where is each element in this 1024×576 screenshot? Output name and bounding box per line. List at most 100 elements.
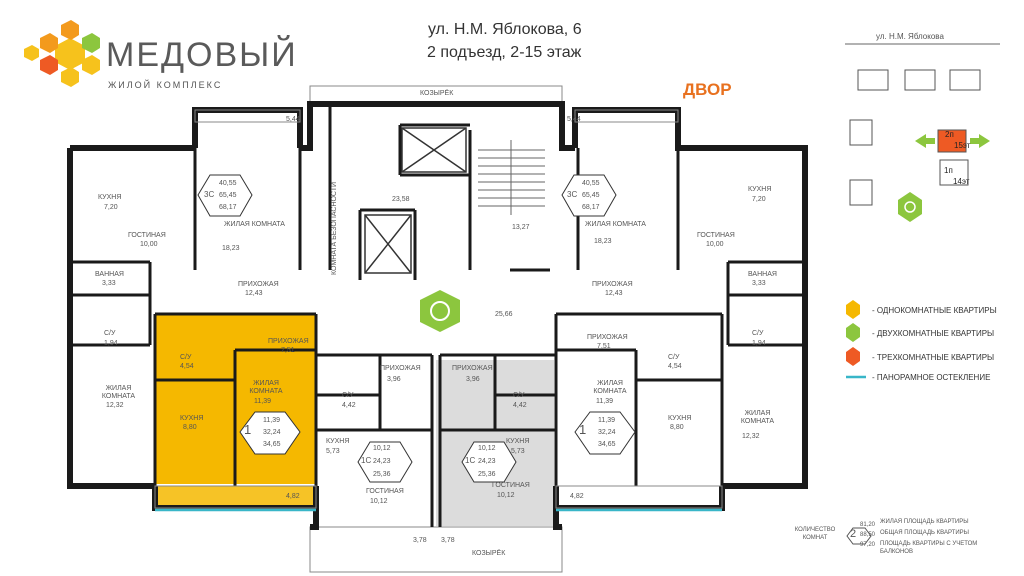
studior-kitchen-area: 5,73: [511, 448, 525, 455]
apt3l-bath-area: 3,33: [102, 280, 116, 287]
stair-area: 13,27: [512, 224, 530, 231]
elevators: [364, 127, 467, 274]
apt3r-living-area: 10,00: [706, 241, 724, 248]
apt3l-hall-area: 12,43: [245, 290, 263, 297]
studior-badge-balcony: 25,36: [478, 471, 496, 478]
studiol-hall-area: 3,96: [387, 376, 401, 383]
studior-hall: ПРИХОЖАЯ: [452, 365, 493, 372]
studiol-badge-balcony: 25,36: [373, 471, 391, 478]
studiol-kitchen: КУХНЯ: [326, 438, 350, 445]
studior-hall-area: 3,96: [466, 376, 480, 383]
canopy-bottom-label: КОЗЫРЁК: [472, 550, 506, 557]
apt1l-wc: С/У: [180, 354, 192, 361]
stairs: [478, 140, 545, 215]
studio-right-bottom-fill: [436, 500, 554, 526]
studiol-wc-area: 4,42: [342, 402, 356, 409]
apt1l-badge-balcony: 34,65: [263, 441, 281, 448]
balcony-top-left: 5,44: [286, 116, 300, 123]
canopy-top-label: КОЗЫРЁК: [420, 90, 454, 97]
key-rooms-label: КОЛИЧЕСТВО КОМНАТ: [794, 527, 836, 541]
studiol-badge-living: 10,12: [373, 445, 391, 452]
apt1r-badge-balcony: 34,65: [598, 441, 616, 448]
apt3l-badge-balcony: 68,17: [219, 204, 237, 211]
apt1l-hall: ПРИХОЖАЯ: [268, 338, 309, 345]
corridor-area: 25,66: [495, 311, 513, 318]
apt1r-badge-total: 32,24: [598, 429, 616, 436]
minimap-street: ул. Н.М. Яблокова: [876, 32, 944, 41]
brand-subtitle: ЖИЛОЙ КОМПЛЕКС: [108, 80, 223, 90]
legend-markers: [846, 300, 872, 545]
apt1-left-balcony-fill: [155, 486, 316, 508]
apt1l-badge-type: 1: [244, 422, 252, 437]
minimap-floors-1: 14эт: [953, 177, 970, 186]
legend-three-room: - ТРЕХКОМНАТНЫЕ КВАРТИРЫ: [872, 353, 995, 362]
legend-one-room: - ОДНОКОМНАТНЫЕ КВАРТИРЫ: [872, 306, 997, 315]
apt3r-living: ГОСТИНАЯ: [697, 232, 735, 239]
apt3l-kitchen-area: 7,20: [104, 204, 118, 211]
legend-two-room: - ДВУХКОМНАТНЫЕ КВАРТИРЫ: [872, 329, 995, 338]
studiol-kitchen-area: 5,73: [326, 448, 340, 455]
studiol-living: ГОСТИНАЯ: [366, 488, 404, 495]
apt3l-living: ГОСТИНАЯ: [128, 232, 166, 239]
balcony-bottom-center-right: 3,78: [441, 537, 455, 544]
apt3r-wc-area: 1,94: [752, 340, 766, 347]
balcony-bottom-left: 4,82: [286, 493, 300, 500]
studiol-living-area: 10,12: [370, 498, 388, 505]
minimap-entrance-2-label: 2п: [945, 130, 954, 139]
apt1l-hall-area: 7,51: [281, 347, 295, 354]
apt3r-wc: С/У: [752, 330, 764, 337]
bottom-canopy: [309, 526, 563, 573]
studior-kitchen: КУХНЯ: [506, 438, 530, 445]
area-badges: [197, 174, 636, 483]
key-desc-3: ПЛОЩАДЬ КВАРТИРЫ С УЧЕТОМ БАЛКОНОВ: [880, 541, 978, 555]
balcony-bottom-right: 4,82: [570, 493, 584, 500]
studiol-badge-type: 1С: [361, 456, 372, 465]
apt1r-kitchen-area: 8,80: [670, 424, 684, 431]
address-title: ул. Н.М. Яблокова, 6: [428, 21, 582, 38]
key-desc-1: ЖИЛАЯ ПЛОЩАДЬ КВАРТИРЫ: [880, 519, 969, 525]
studior-wc-area: 4,42: [513, 402, 527, 409]
elevator-hall-area: 23,58: [392, 196, 410, 203]
apt3l-living-area: 10,00: [140, 241, 158, 248]
apt1r-hall-area: 7,51: [597, 343, 611, 350]
apt3r-kitchen: КУХНЯ: [748, 186, 772, 193]
apt1l-room-area: 11,39: [254, 398, 271, 405]
apt3r-bedroom: ЖИЛАЯ КОМНАТА: [585, 221, 646, 228]
balcony-outlines: [154, 109, 723, 509]
studiol-hall: ПРИХОЖАЯ: [380, 365, 421, 372]
apt1l-badge-living: 11,39: [263, 417, 280, 424]
apt1r-hall: ПРИХОЖАЯ: [587, 334, 628, 341]
key-value-1: 81,20: [860, 522, 876, 528]
left-corner-room-area: 12,32: [106, 402, 124, 409]
center-logo: [420, 290, 460, 332]
apt3r-badge-total: 65,45: [582, 192, 600, 199]
key-desc-2: ОБЩАЯ ПЛОЩАДЬ КВАРТИРЫ: [880, 530, 969, 536]
apt1r-badge-type: 1: [579, 422, 587, 437]
minimap-entrance-2: [937, 129, 967, 153]
minimap-floors-2: 15эт: [954, 141, 971, 150]
apt3l-badge-living: 40,55: [219, 180, 237, 187]
apt1l-room: ЖИЛАЯ КОМНАТА: [249, 380, 283, 395]
key-count: 2: [850, 528, 857, 540]
apt3r-badge-balcony: 68,17: [582, 204, 600, 211]
apt1r-room-area: 11,39: [596, 398, 613, 405]
minimap: [845, 43, 1000, 222]
apt3l-bedroom: ЖИЛАЯ КОМНАТА: [224, 221, 285, 228]
studiol-wc: С/У: [342, 392, 354, 399]
apt3r-kitchen-area: 7,20: [752, 196, 766, 203]
brand-logo: [24, 20, 100, 87]
apt3r-badge-type: 3С: [567, 190, 578, 199]
right-corner-room-area: 12,32: [742, 433, 760, 440]
studior-badge-type: 1С: [465, 456, 476, 465]
entrance-subtitle: 2 подъезд, 2-15 этаж: [427, 44, 582, 61]
studior-wc: С/У: [513, 392, 525, 399]
minimap-entrance-1-label: 1п: [944, 166, 953, 175]
safety-room-label: КОМНАТА БЕЗОПАСНОСТИ: [331, 181, 338, 275]
apt3l-badge-type: 3С: [204, 190, 215, 199]
balcony-bottom-center-left: 3,78: [413, 537, 427, 544]
apt3l-badge-total: 65,45: [219, 192, 237, 199]
key-value-2: 88,50: [860, 532, 876, 538]
apt3l-bedroom-area: 18,23: [222, 245, 240, 252]
apt3l-kitchen: КУХНЯ: [98, 194, 122, 201]
